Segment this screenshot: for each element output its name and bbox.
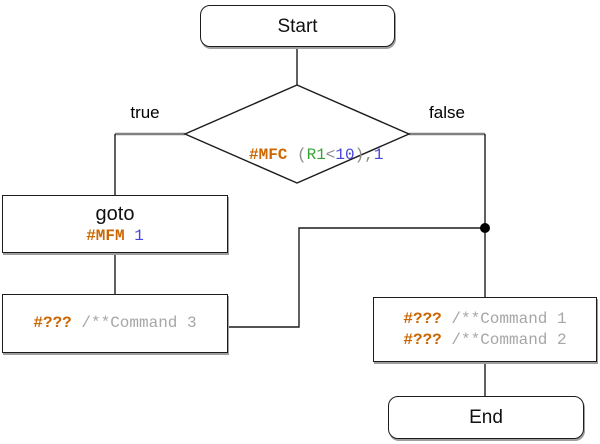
decision-open-paren: ( (287, 146, 307, 164)
command2-keyword: #??? (403, 330, 442, 349)
decision-diamond-shape (183, 84, 411, 184)
decision-number: 10 (335, 146, 355, 164)
command3-line: #??? /**Command 3 (33, 313, 196, 334)
command3-keyword: #??? (33, 314, 72, 332)
node-command3: #??? /**Command 3 (2, 294, 228, 353)
goto-title: goto (95, 202, 135, 225)
decision-argument: 1 (373, 146, 384, 164)
edge-label-true: true (130, 103, 160, 122)
goto-keyword: #MFM (86, 226, 125, 245)
decision-operator: < (325, 146, 336, 164)
decision-close-paren: ), (354, 146, 374, 164)
command1-comment: /**Command 1 (441, 309, 567, 328)
command1-keyword: #??? (403, 309, 442, 328)
edge-cmd3-merge (229, 227, 485, 328)
goto-argument: 1 (134, 226, 144, 245)
goto-separator (125, 227, 135, 245)
node-end: End (388, 396, 584, 439)
command1-line: #??? /**Command 1 (403, 309, 566, 330)
command3-comment: /**Command 3 (71, 314, 197, 332)
edge-label-false: false (429, 103, 465, 122)
command2-comment: /**Command 2 (441, 330, 567, 349)
goto-code-line: #MFM 1 (86, 226, 144, 247)
decision-condition-text: #MFC (R1<10),1 (185, 124, 409, 187)
start-label: Start (277, 15, 318, 37)
node-command12: #??? /**Command 1 #??? /**Command 2 (373, 297, 597, 362)
node-goto: goto #MFM 1 (2, 195, 228, 253)
junction-dot (480, 223, 490, 233)
decision-keyword: #MFC (248, 146, 288, 164)
command2-line: #??? /**Command 2 (403, 330, 566, 351)
decision-variable: R1 (306, 146, 326, 164)
end-label: End (469, 407, 503, 428)
node-start: Start (200, 5, 395, 47)
